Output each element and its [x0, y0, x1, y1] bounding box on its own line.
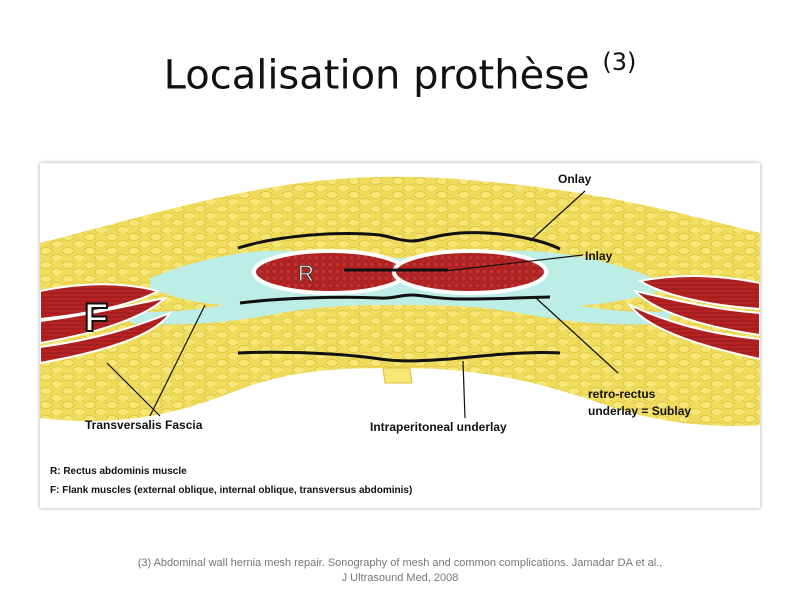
- right-rectus-muscle: [392, 249, 548, 295]
- label-retro-rectus-line1: retro-rectus: [588, 387, 656, 401]
- leader-lines: [106, 190, 619, 419]
- citation-line1: (3) Abdominal wall hernia mesh repair. S…: [137, 557, 663, 569]
- label-onlay: Onlay: [558, 172, 592, 186]
- citation: (3) Abdominal wall hernia mesh repair. S…: [0, 556, 800, 586]
- left-flank-muscles: [40, 283, 173, 365]
- title-reference: (3): [602, 48, 637, 76]
- intraperitoneal-mesh: [237, 350, 561, 363]
- label-retro-rectus-line2: underlay = Sublay: [588, 404, 691, 418]
- citation-line2: J Ultrasound Med, 2008: [341, 572, 459, 584]
- diagram-canvas: Onlay Inlay retro-rectus underlay = Subl…: [40, 163, 760, 508]
- onlay-mesh: [237, 231, 561, 251]
- slide-title: Localisation prothèse (3): [0, 48, 800, 99]
- label-inlay: Inlay: [585, 249, 613, 263]
- right-flank-muscles: [627, 274, 760, 361]
- title-text: Localisation prothèse: [163, 52, 590, 99]
- label-flank-letter: F: [84, 296, 108, 340]
- preperitoneal-fat: [40, 313, 760, 426]
- abdominal-wall-diagram: Onlay Inlay retro-rectus underlay = Subl…: [40, 163, 760, 508]
- umbilical-notch: [382, 367, 413, 384]
- left-rectus-muscle: [252, 249, 408, 295]
- legend-flank: F: Flank muscles (external oblique, inte…: [50, 485, 413, 496]
- sublay-mesh: [239, 293, 551, 305]
- label-rectus-letter: R: [298, 261, 314, 286]
- legend-rectus: R: Rectus abdominis muscle: [50, 466, 187, 477]
- bottom-white-area: [40, 368, 760, 508]
- label-transversalis-fascia: Transversalis Fascia: [85, 418, 203, 432]
- top-white-area: [40, 163, 760, 243]
- label-intraperitoneal: Intraperitoneal underlay: [370, 420, 507, 434]
